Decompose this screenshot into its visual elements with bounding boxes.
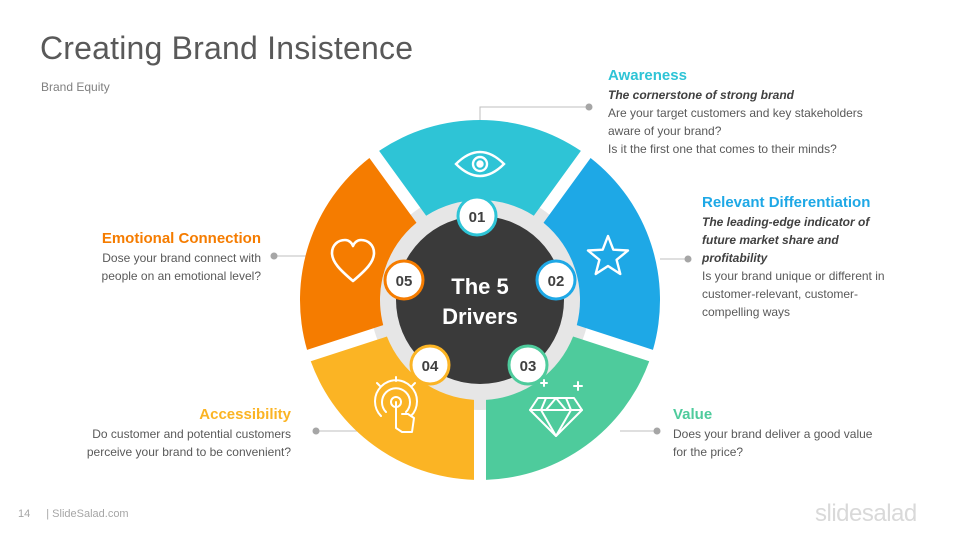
- badge-04-label: 04: [422, 358, 439, 375]
- awareness-block: Awareness The cornerstone of strong bran…: [608, 66, 938, 158]
- awareness-body-line1: Are your target customers and key stakeh…: [608, 106, 863, 120]
- badge-02: 02: [535, 259, 577, 301]
- awareness-heading: Awareness: [608, 67, 687, 84]
- center-disc: [396, 216, 564, 384]
- differentiation-body-line1: Is your brand unique or different in: [702, 269, 885, 283]
- segment-value: [485, 336, 650, 480]
- differentiation-tagline-line3: profitability: [702, 251, 768, 265]
- eye-icon: [454, 150, 506, 178]
- page-subtitle: Brand Equity: [41, 80, 110, 94]
- emotional-body-line1: Dose your brand connect with: [102, 251, 261, 265]
- badge-05: 05: [383, 259, 425, 301]
- badge-03: 03: [507, 344, 549, 386]
- awareness-body-line2: aware of your brand?: [608, 124, 722, 138]
- brand-logo: slidesalad: [815, 500, 917, 527]
- accessibility-heading: Accessibility: [199, 406, 291, 423]
- value-heading: Value: [673, 406, 713, 423]
- differentiation-block: Relevant Differentiation The leading-edg…: [702, 193, 942, 321]
- badge-03-label: 03: [520, 358, 537, 375]
- center-label-line1: The 5: [451, 274, 508, 299]
- badge-01-label: 01: [469, 209, 486, 226]
- accessibility-body-line1: Do customer and potential customers: [92, 427, 291, 441]
- value-body-line2: for the price?: [673, 445, 744, 459]
- accessibility-block: Accessibility Do customer and potential …: [40, 405, 291, 461]
- emotional-heading: Emotional Connection: [101, 230, 261, 247]
- segment-differentiation: [543, 157, 660, 350]
- value-block: Value Does your brand deliver a good val…: [673, 405, 923, 461]
- footer: 14 | SlideSalad.com: [18, 508, 129, 520]
- badge-05-label: 05: [396, 273, 413, 290]
- footer-site: | SlideSalad.com: [46, 508, 129, 520]
- differentiation-body-line3: compelling ways: [702, 305, 791, 319]
- page-title: Creating Brand Insistence: [40, 30, 414, 66]
- accessibility-body-line2: perceive your brand to be convenient?: [86, 445, 291, 459]
- heart-icon: [330, 238, 376, 283]
- differentiation-tagline-line2: future market share and: [702, 233, 839, 247]
- awareness-body-line3: Is it the first one that comes to their …: [608, 142, 837, 156]
- star-icon: [586, 234, 630, 276]
- emotional-block: Emotional Connection Dose your brand con…: [40, 229, 261, 285]
- awareness-tagline: The cornerstone of strong brand: [608, 88, 795, 102]
- emotional-body-line2: people on an emotional level?: [101, 269, 261, 283]
- differentiation-tagline-line1: The leading-edge indicator of: [702, 215, 870, 229]
- badge-02-label: 02: [548, 273, 565, 290]
- differentiation-heading: Relevant Differentiation: [702, 194, 871, 211]
- leader-dots: [270, 103, 692, 435]
- touch-icon: [374, 376, 418, 433]
- badge-01: 01: [456, 195, 498, 237]
- center-label-line2: Drivers: [442, 304, 518, 329]
- badge-04: 04: [409, 344, 451, 386]
- segment-accessibility: [310, 336, 475, 480]
- value-body-line1: Does your brand deliver a good value: [673, 427, 873, 441]
- segment-emotional: [300, 157, 417, 350]
- page-number: 14: [18, 508, 31, 520]
- differentiation-body-line2: customer-relevant, customer-: [702, 287, 859, 301]
- diamond-icon: [529, 379, 583, 437]
- segment-awareness: [379, 120, 581, 216]
